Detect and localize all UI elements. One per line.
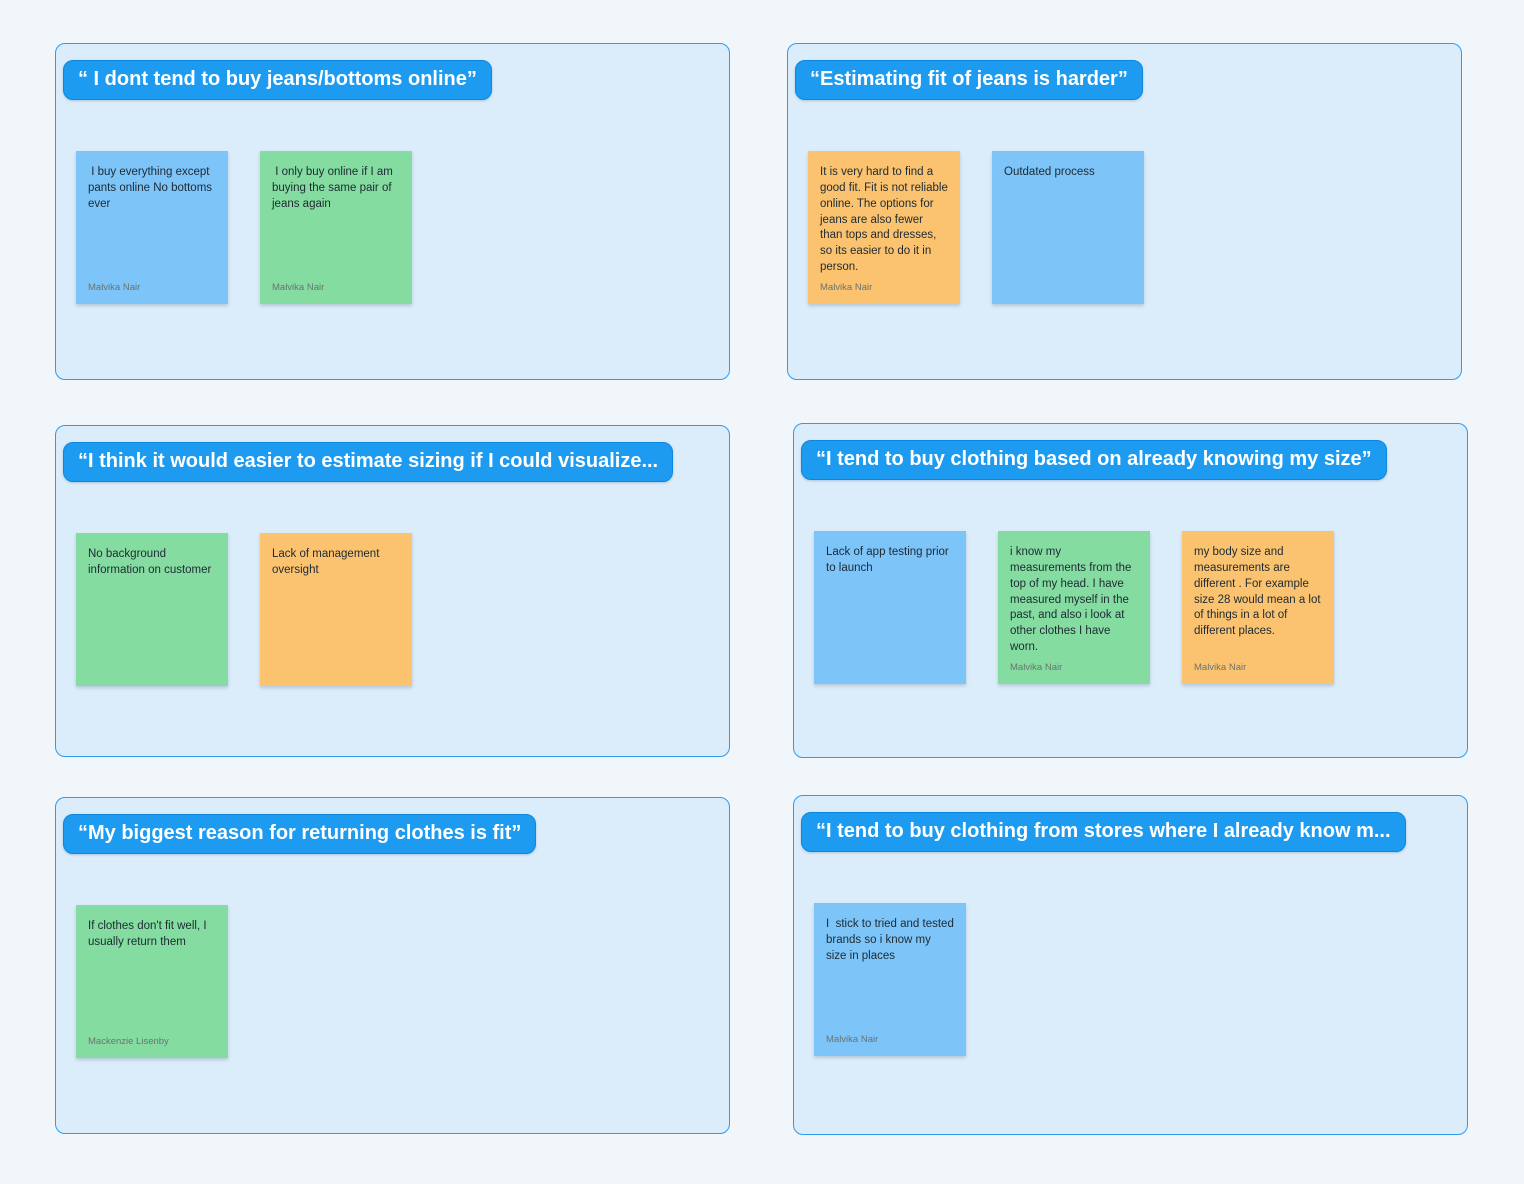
sticky-note-author: Malvika Nair — [88, 282, 141, 293]
section-biggest-reason-for-returning-clothes[interactable]: “My biggest reason for returning clothes… — [55, 797, 730, 1134]
sticky-note[interactable]: No background information on customer — [76, 533, 228, 686]
section-easier-to-estimate-sizing-if-visualize[interactable]: “I think it would easier to estimate siz… — [55, 425, 730, 757]
sticky-note[interactable]: I buy everything except pants online No … — [76, 151, 228, 304]
sticky-note-text: No background information on customer — [88, 548, 212, 576]
sticky-note[interactable]: I only buy online if I am buying the sam… — [260, 151, 412, 304]
sticky-note[interactable]: Lack of app testing prior to launch — [814, 531, 966, 684]
sticky-note-author: Mackenzie Lisenby — [88, 1036, 169, 1047]
sticky-note[interactable]: i know my measurements from the top of m… — [998, 531, 1150, 684]
sticky-note-text: It is very hard to find a good fit. Fit … — [820, 166, 952, 274]
section-title-pill[interactable]: “I think it would easier to estimate siz… — [63, 442, 674, 482]
sticky-note-text: Lack of app testing prior to launch — [826, 546, 952, 574]
sticky-note[interactable]: Outdated process — [992, 151, 1144, 304]
sticky-note[interactable]: If clothes don't fit well, I usually ret… — [76, 905, 228, 1058]
sticky-note-text: I buy everything except pants online No … — [88, 166, 216, 210]
section-buy-from-stores-where-i-know-my-size[interactable]: “I tend to buy clothing from stores wher… — [793, 795, 1468, 1135]
sticky-note-author: Malvika Nair — [272, 282, 325, 293]
sticky-note-author: Malvika Nair — [820, 282, 873, 293]
section-estimating-fit-of-jeans-is-harder[interactable]: “Estimating fit of jeans is harder” It i… — [787, 43, 1462, 380]
sticky-note-text: Outdated process — [1004, 166, 1095, 178]
sticky-note[interactable]: It is very hard to find a good fit. Fit … — [808, 151, 960, 304]
section-title-pill[interactable]: “I tend to buy clothing based on already… — [801, 440, 1387, 480]
sticky-note-text: my body size and measurements are differ… — [1194, 546, 1324, 638]
sticky-note-text: Lack of management oversight — [272, 548, 383, 576]
sticky-note-author: Malvika Nair — [826, 1034, 879, 1045]
notes-row: I buy everything except pants online No … — [76, 151, 729, 304]
notes-row: I stick to tried and tested brands so i … — [814, 903, 1467, 1056]
notes-row: Lack of app testing prior to launch i kn… — [814, 531, 1467, 684]
section-title-pill[interactable]: “My biggest reason for returning clothes… — [63, 814, 537, 854]
sticky-note-author: Malvika Nair — [1194, 662, 1247, 673]
sticky-note-text: i know my measurements from the top of m… — [1010, 546, 1135, 654]
sticky-note[interactable]: Lack of management oversight — [260, 533, 412, 686]
sticky-note[interactable]: my body size and measurements are differ… — [1182, 531, 1334, 684]
sticky-note-text: I only buy online if I am buying the sam… — [272, 166, 397, 210]
section-buy-clothing-knowing-my-size[interactable]: “I tend to buy clothing based on already… — [793, 423, 1468, 758]
section-title-pill[interactable]: “I tend to buy clothing from stores wher… — [801, 812, 1406, 852]
notes-row: It is very hard to find a good fit. Fit … — [808, 151, 1461, 304]
section-title-pill[interactable]: “ I dont tend to buy jeans/bottoms onlin… — [63, 60, 492, 100]
sticky-note-text: If clothes don't fit well, I usually ret… — [88, 920, 210, 948]
section-title-pill[interactable]: “Estimating fit of jeans is harder” — [795, 60, 1143, 100]
section-dont-buy-jeans-bottoms-online[interactable]: “ I dont tend to buy jeans/bottoms onlin… — [55, 43, 730, 380]
notes-row: If clothes don't fit well, I usually ret… — [76, 905, 729, 1058]
sticky-note-text: I stick to tried and tested brands so i … — [826, 918, 958, 962]
sticky-note[interactable]: I stick to tried and tested brands so i … — [814, 903, 966, 1056]
notes-row: No background information on customer La… — [76, 533, 729, 686]
sticky-note-author: Malvika Nair — [1010, 662, 1063, 673]
